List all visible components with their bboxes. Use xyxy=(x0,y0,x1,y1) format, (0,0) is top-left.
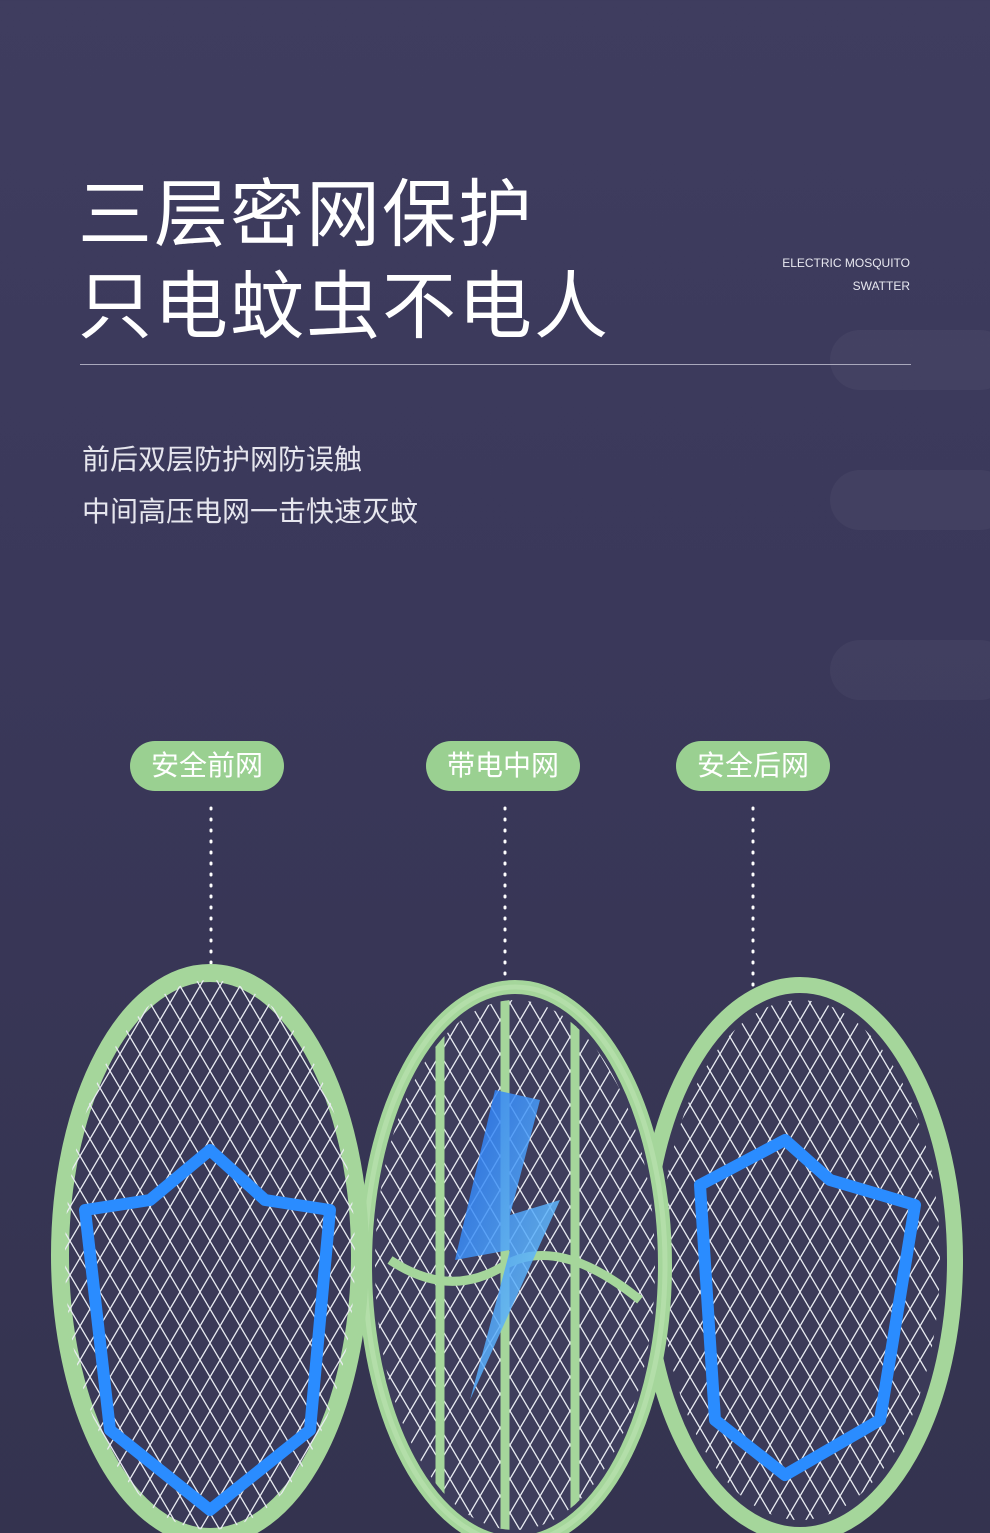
middle-net xyxy=(358,980,672,1533)
tag-front-net: 安全前网 xyxy=(130,741,284,791)
lightning-icon xyxy=(455,1090,560,1400)
shield-icon xyxy=(79,1144,336,1516)
headline-line-2: 只电蚊虫不电人 xyxy=(78,263,610,350)
tag-middle-net: 带电中网 xyxy=(426,741,580,791)
leader-lines xyxy=(207,806,757,1002)
divider xyxy=(80,364,911,365)
headline-line-1: 三层密网保护 xyxy=(78,171,534,258)
background-decoration xyxy=(830,470,990,530)
description-line-2: 中间高压电网一击快速灭蚊 xyxy=(82,495,419,528)
racket-illustration xyxy=(51,806,963,1533)
tag-back-net: 安全后网 xyxy=(676,741,830,791)
shield-icon xyxy=(694,1134,921,1481)
background-decoration xyxy=(830,330,990,390)
english-product-tag: ELECTRIC MOSQUITO SWATTER xyxy=(782,252,910,298)
background-decoration xyxy=(830,640,990,700)
description-line-1: 前后双层防护网防误触 xyxy=(82,443,363,476)
front-net xyxy=(51,964,369,1533)
english-tag-line-2: SWATTER xyxy=(852,279,910,293)
back-net xyxy=(637,977,963,1533)
english-tag-line-1: ELECTRIC MOSQUITO xyxy=(782,256,910,270)
